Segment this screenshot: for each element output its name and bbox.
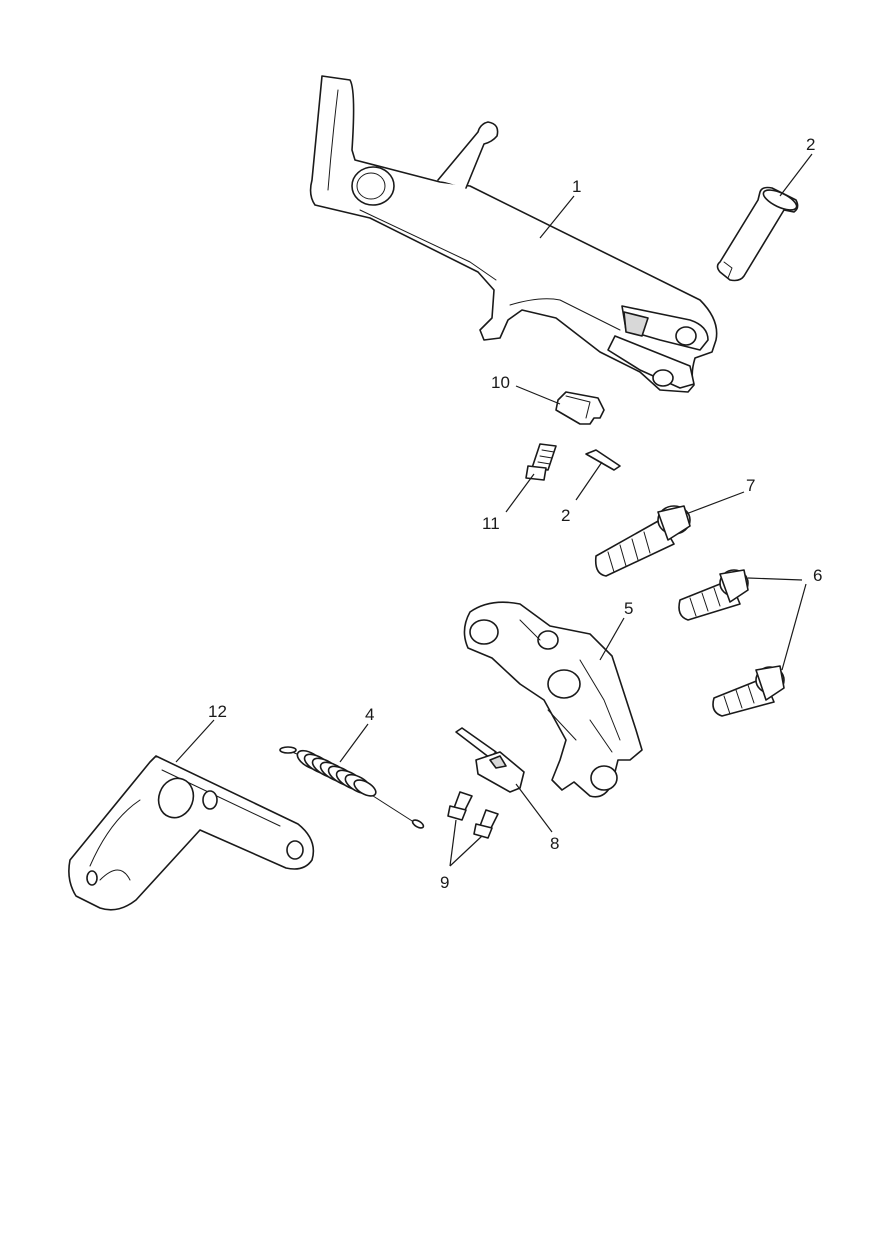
bolt-lower — [712, 665, 785, 717]
pivot-bolt — [716, 186, 799, 282]
callout-4: 4 — [365, 705, 374, 724]
small-bolt — [525, 443, 557, 481]
bolt-upper — [678, 569, 749, 621]
screw-right — [473, 809, 499, 839]
sensor-switch — [455, 727, 525, 793]
callout-labels: 1 2 10 11 2 7 6 5 8 9 4 12 — [208, 135, 822, 892]
callout-9: 9 — [440, 873, 449, 892]
callout-2-top: 2 — [806, 135, 815, 154]
callout-6: 6 — [813, 566, 822, 585]
callout-5: 5 — [624, 599, 633, 618]
callout-10: 10 — [491, 373, 510, 392]
callout-7: 7 — [746, 476, 755, 495]
screw-left — [447, 791, 473, 821]
callout-12: 12 — [208, 702, 227, 721]
callout-8: 8 — [550, 834, 559, 853]
washer-clip — [585, 449, 621, 471]
switch-bracket — [555, 391, 605, 425]
return-spring — [279, 746, 425, 829]
side-stand-leg — [309, 75, 718, 393]
long-bolt — [594, 505, 691, 577]
callout-2-mid: 2 — [561, 506, 570, 525]
mounting-bracket — [463, 601, 643, 798]
callout-1: 1 — [572, 177, 581, 196]
callout-11: 11 — [482, 514, 500, 533]
leader-lines — [175, 153, 813, 867]
l-bracket — [68, 755, 315, 911]
